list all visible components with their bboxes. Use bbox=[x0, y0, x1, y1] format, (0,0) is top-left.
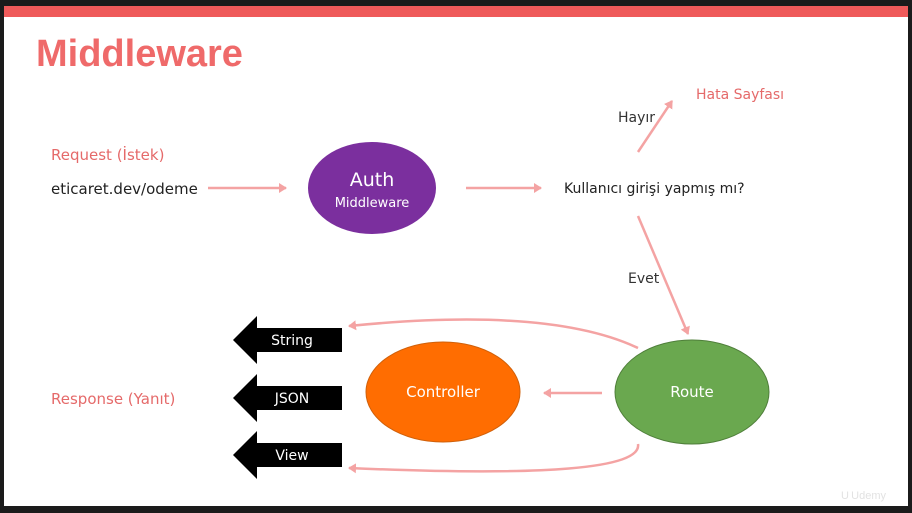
arrow-yes-branch bbox=[636, 215, 690, 335]
controller-label: Controller bbox=[406, 383, 481, 401]
output-view-label: View bbox=[275, 448, 308, 464]
controller-node bbox=[365, 341, 521, 443]
slide: Middleware Request (İstek) eticaret.dev/… bbox=[4, 6, 908, 506]
output-string-label: String bbox=[271, 333, 313, 349]
output-json-label: JSON bbox=[274, 391, 310, 407]
middleware-diagram: Middleware Request (İstek) eticaret.dev/… bbox=[36, 33, 784, 479]
accent-bar bbox=[4, 6, 908, 17]
question-text: Kullanıcı girişi yapmış mı? bbox=[564, 181, 745, 197]
no-label: Hayır bbox=[618, 110, 655, 126]
curve-route-to-view bbox=[348, 443, 640, 474]
output-json-arrow-shape bbox=[233, 374, 342, 422]
output-view-arrow-shape bbox=[233, 431, 342, 479]
output-string: String bbox=[233, 316, 342, 364]
request-url: eticaret.dev/odeme bbox=[51, 180, 198, 198]
output-string-arrow-shape bbox=[233, 316, 342, 364]
top-bar bbox=[0, 0, 912, 6]
watermark-text: Udemy bbox=[851, 490, 886, 502]
auth-title: Auth bbox=[350, 169, 395, 191]
response-label: Response (Yanıt) bbox=[51, 390, 175, 408]
arrow-no-branch bbox=[636, 100, 674, 153]
error-page-label: Hata Sayfası bbox=[696, 87, 784, 103]
auth-subtitle: Middleware bbox=[335, 196, 410, 211]
route-node bbox=[614, 339, 770, 445]
udemy-watermark: U Udemy bbox=[841, 490, 886, 502]
curve-route-to-string bbox=[348, 318, 639, 350]
route-label: Route bbox=[670, 383, 714, 401]
yes-label: Evet bbox=[628, 271, 660, 287]
output-view: View bbox=[233, 431, 342, 479]
output-json: JSON bbox=[233, 374, 342, 422]
slide-title: Middleware bbox=[36, 33, 243, 75]
udemy-logo-icon: U bbox=[841, 490, 852, 502]
auth-middleware-node bbox=[308, 142, 436, 234]
request-label: Request (İstek) bbox=[51, 145, 164, 164]
